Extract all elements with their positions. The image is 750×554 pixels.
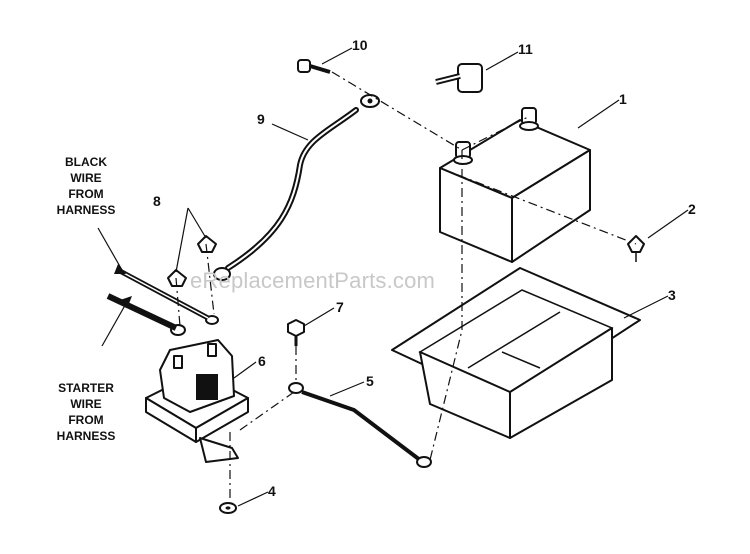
arrow-head-black-wire <box>114 264 126 274</box>
starter-wire-line-2: WIRE <box>70 397 101 411</box>
wing-nut-right <box>627 235 645 262</box>
small-bolt <box>287 319 305 346</box>
assembly-lines <box>175 71 637 500</box>
black-wire-label: BLACK WIRE FROM HARNESS <box>57 155 116 217</box>
arrow-head-starter-wire <box>120 296 132 306</box>
wing-nuts <box>167 235 219 336</box>
callout-9: 9 <box>257 111 265 127</box>
callout-8: 8 <box>153 193 161 209</box>
starter-wire-label: STARTER WIRE FROM HARNESS <box>57 381 116 443</box>
bolt <box>297 59 331 74</box>
black-wire-line-3: FROM <box>68 187 103 201</box>
starter-wire-line-1: STARTER <box>58 381 114 395</box>
callout-10: 10 <box>352 37 368 53</box>
black-wire-line-1: BLACK <box>65 155 107 169</box>
callout-11: 11 <box>518 41 533 57</box>
battery <box>439 107 591 263</box>
leader-lines <box>97 47 689 507</box>
black-wire-line-2: WIRE <box>70 171 101 185</box>
callout-6: 6 <box>258 353 266 369</box>
battery-cable <box>213 94 380 281</box>
callout-7: 7 <box>336 299 344 315</box>
ground-strap <box>288 382 432 468</box>
terminal-boot <box>435 63 483 93</box>
lock-washer <box>219 502 237 514</box>
callout-2: 2 <box>688 201 696 217</box>
starter-solenoid <box>145 339 249 463</box>
watermark: eReplacementParts.com <box>190 268 435 293</box>
starter-wire-line-3: FROM <box>68 413 103 427</box>
callout-4: 4 <box>268 483 276 499</box>
callout-1: 1 <box>619 91 627 107</box>
battery-tray <box>391 267 641 439</box>
callout-3: 3 <box>668 287 676 303</box>
starter-wire-line-4: HARNESS <box>57 429 116 443</box>
harness-wires <box>106 267 210 331</box>
callout-5: 5 <box>366 373 374 389</box>
black-wire-line-4: HARNESS <box>57 203 116 217</box>
